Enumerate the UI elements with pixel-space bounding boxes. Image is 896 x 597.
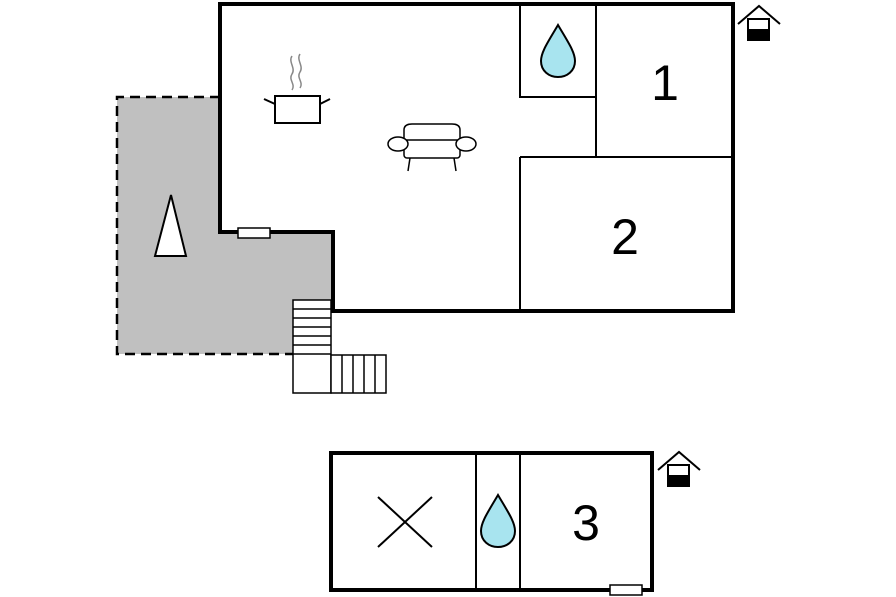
interior-walls (519, 3, 733, 311)
annex-interior-walls (475, 453, 521, 590)
window-icon (237, 227, 271, 239)
main-building-wall (218, 2, 735, 313)
floor-house-icon (737, 4, 781, 41)
terrace-dashed-border (115, 95, 295, 356)
floor-house-icon (657, 450, 701, 487)
cooking-pot-icon (263, 53, 331, 124)
water-drop-icon (539, 23, 577, 79)
x-mark-icon (377, 496, 433, 548)
room-number-3: 3 (572, 495, 600, 551)
sofa-icon (387, 123, 477, 172)
room-number-2: 2 (611, 209, 639, 265)
parasol-icon (153, 194, 188, 257)
room-number-1: 1 (651, 55, 679, 111)
terrace-area (117, 97, 333, 354)
stairs-icon (292, 299, 387, 394)
window-icon (609, 584, 643, 596)
water-drop-icon (479, 493, 517, 549)
